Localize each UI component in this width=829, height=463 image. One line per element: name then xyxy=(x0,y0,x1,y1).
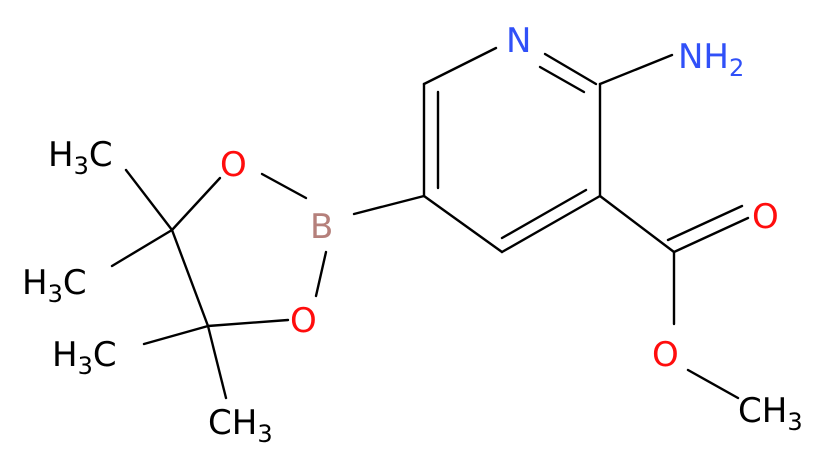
methyl-2-subscript: 3 xyxy=(48,280,63,308)
bond-o1-c-quat1 xyxy=(170,176,222,232)
amine-label: NH2 xyxy=(678,37,744,82)
ring-nitrogen-label: N xyxy=(506,21,531,61)
methyl-2-c: C xyxy=(63,263,87,303)
ester-group xyxy=(598,194,750,400)
pyridine-ring xyxy=(422,46,602,254)
bond-o2-c-quat2 xyxy=(206,318,290,328)
bond-n1-c2 xyxy=(543,52,598,86)
bond-c3-c4 xyxy=(500,194,602,254)
bond-b-o1 xyxy=(260,172,308,200)
methyl-1-label: H3C xyxy=(48,135,113,180)
ester-methyl-label: CH3 xyxy=(738,391,803,436)
bond-o-ch3 xyxy=(686,368,740,400)
bond-c-o-double-2 xyxy=(666,204,744,242)
bond-c3-c4-inner xyxy=(500,188,588,240)
methyl-2-label: H3C xyxy=(22,263,87,308)
methyl-2-h: H xyxy=(22,263,48,303)
bond-cquat1-me1 xyxy=(124,168,174,232)
bond-b-o2 xyxy=(314,250,328,298)
ester-methyl-subscript: 3 xyxy=(787,408,802,436)
methyl-1-subscript: 3 xyxy=(74,152,89,180)
bond-cquat2-me3 xyxy=(142,324,210,346)
methyl-3-subscript: 3 xyxy=(78,352,93,380)
dioxaborolane-ring xyxy=(110,168,426,400)
bond-cquat2-me4 xyxy=(206,324,228,400)
methyl-1-c: C xyxy=(89,135,113,175)
bond-c4-c5 xyxy=(422,194,504,254)
ester-methyl-text: CH xyxy=(738,391,787,431)
methyl-4-text: CH xyxy=(208,403,257,443)
amine-text: NH xyxy=(678,37,729,77)
methyl-1-h: H xyxy=(48,135,74,175)
bond-c-o-double-1 xyxy=(672,216,750,254)
bond-c6-n1 xyxy=(422,46,498,86)
bond-c3-carbonyl-c xyxy=(598,194,676,254)
ester-oxygen-label: O xyxy=(652,335,679,375)
dioxaborolane-oxygen-2-label: O xyxy=(290,301,317,341)
methyl-4-subscript: 3 xyxy=(257,420,272,448)
methyl-3-label: H3C xyxy=(52,335,117,380)
bond-c2-amine xyxy=(598,53,674,86)
methyl-4-label: CH3 xyxy=(208,403,273,448)
methyl-3-h: H xyxy=(52,335,78,375)
carbonyl-oxygen-label: O xyxy=(752,197,779,237)
methyl-3-c: C xyxy=(93,335,117,375)
dioxaborolane-oxygen-1-label: O xyxy=(220,145,247,185)
amine-subscript: 2 xyxy=(729,54,744,82)
bond-cquat1-cquat2 xyxy=(170,228,210,328)
boron-label: B xyxy=(310,207,333,247)
bond-cquat1-me2 xyxy=(110,228,174,268)
bond-c5-b xyxy=(352,194,426,216)
bond-n1-c2-inner xyxy=(538,65,586,94)
